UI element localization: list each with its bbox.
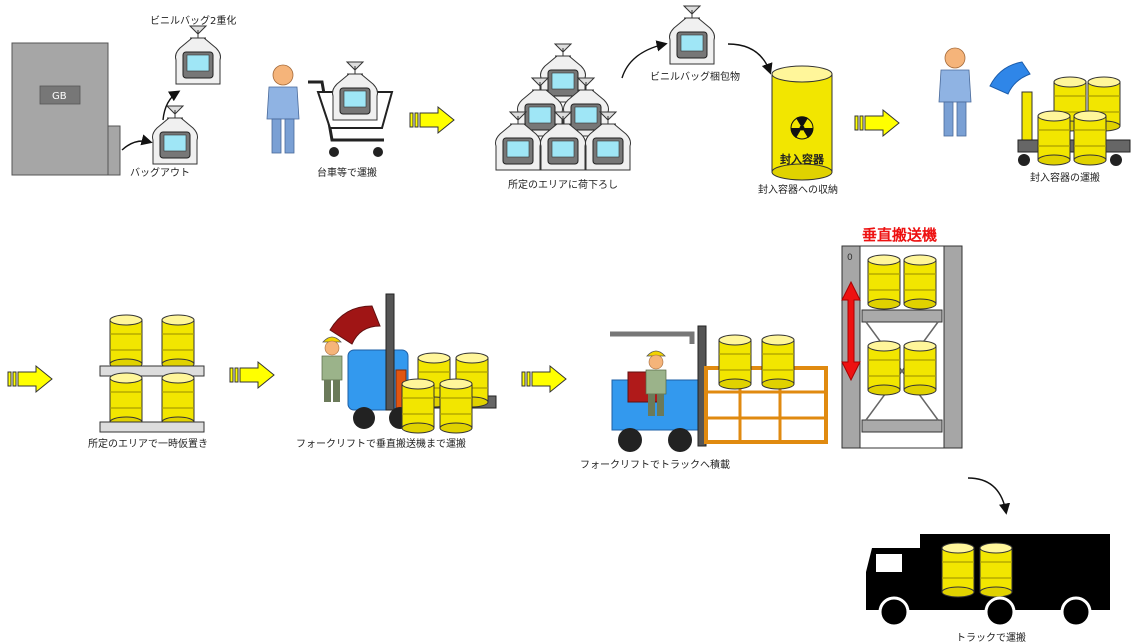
up-down-arrow-icon — [841, 280, 861, 382]
worker-person-icon — [266, 64, 300, 154]
store-in-container-label: 封入容器への収納 — [758, 183, 838, 196]
hand-truck-with-drums-icon — [989, 61, 1131, 166]
curve-arrow-icon — [727, 43, 773, 75]
temp-storage-label: 所定のエリアで一時仮置き — [88, 437, 208, 450]
curve-arrow-icon — [121, 134, 153, 151]
vertical-transporter-title: 垂直搬送機 — [862, 226, 937, 244]
radiation-icon — [790, 116, 814, 140]
double-bagged-monitor-icon — [175, 25, 221, 85]
shopping-cart-icon — [308, 61, 394, 157]
forklift-to-lift-label: フォークリフトで垂直搬送機まで運搬 — [296, 437, 466, 450]
bagged-monitor-icon — [152, 105, 198, 165]
gb-label: GB — [52, 91, 67, 102]
flow-arrow-icon — [854, 109, 900, 137]
truck-icon — [866, 534, 1110, 628]
unload-area-label: 所定のエリアに荷下ろし — [508, 178, 618, 191]
cart-transport-label: 台車等で運搬 — [317, 166, 377, 179]
vertical-transporter-icon — [841, 245, 963, 449]
gb-label-plate — [39, 85, 81, 105]
flow-arrow-icon — [409, 106, 455, 134]
stacked-drums-icon — [99, 314, 205, 433]
operator-person-icon — [938, 47, 972, 137]
double-bag-label: ビニルバッグ2重化 — [150, 14, 236, 27]
truck-transport-label: トラックで運搬 — [956, 631, 1026, 644]
bag-out-label: バッグアウト — [130, 166, 190, 179]
curve-arrow-icon — [967, 477, 1011, 515]
bag-pile-icon — [495, 43, 631, 171]
glove-box: GB — [11, 42, 121, 176]
sealed-container-drum — [771, 65, 833, 181]
bag-package-icon — [669, 5, 715, 65]
flow-arrow-icon — [229, 361, 275, 389]
flow-arrow-icon — [521, 365, 567, 393]
curve-arrow-icon — [621, 40, 668, 79]
flow-arrow-icon — [7, 365, 53, 393]
container-transport-label: 封入容器の運搬 — [1030, 171, 1100, 184]
bag-package-label: ビニルバッグ梱包物 — [650, 70, 740, 83]
curve-arrow-icon — [162, 90, 181, 121]
forklift-with-drums-icon — [321, 293, 497, 434]
lift-zero-label: 0 — [847, 253, 853, 263]
forklift-to-truck-label: フォークリフトでトラックへ積載 — [580, 458, 730, 471]
container-mark-label: 封入容器 — [780, 152, 825, 166]
forklift-loading-icon — [610, 325, 828, 452]
